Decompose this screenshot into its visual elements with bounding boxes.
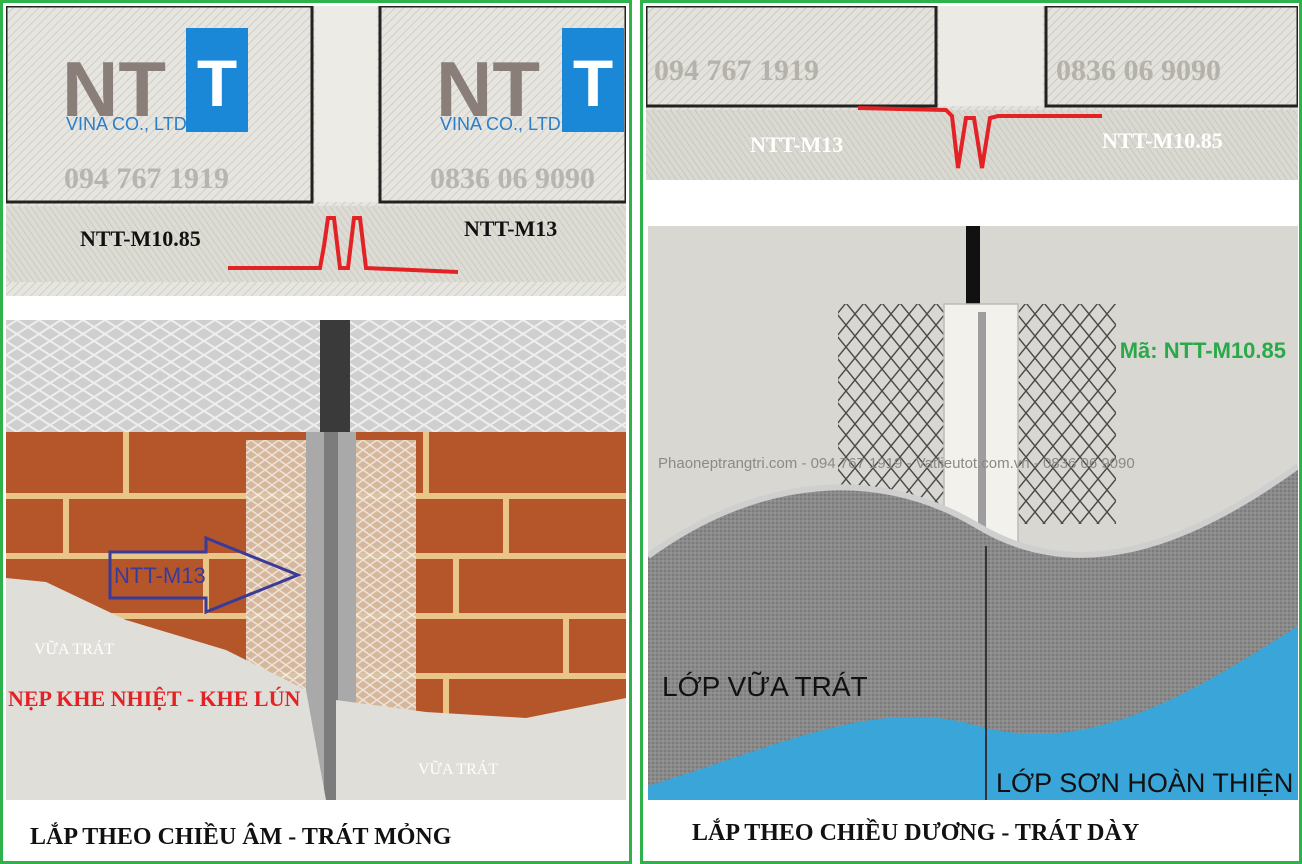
right-tile-right	[1044, 6, 1298, 108]
right-top-label-right: NTT-M10.85	[1102, 128, 1223, 153]
right-tile-left	[646, 6, 938, 108]
logo-left-letters: NT	[62, 45, 166, 133]
paint-layer	[648, 626, 1298, 800]
left-caption: LẮP THEO CHIỀU ÂM - TRÁT MỎNG	[30, 824, 452, 850]
ceiling-mesh	[6, 320, 626, 432]
left-panel-frame	[0, 0, 632, 864]
left-tile	[6, 6, 314, 204]
arrow-label: NTT-M13	[114, 563, 206, 588]
right-top-diagram: 094 767 1919 0836 06 9090 NTT-M13 NTT-M1…	[646, 6, 1298, 180]
logo-right: NT T VINA CO., LTD 0836 06 9090	[430, 28, 624, 195]
logo-left-phone: 094 767 1919	[64, 162, 229, 195]
logo-right-letters: NT	[436, 45, 540, 133]
top-label-right: NTT-M13	[464, 216, 557, 241]
right-panel-frame	[640, 0, 1302, 864]
logo-right-company: VINA CO., LTD	[440, 114, 561, 134]
right-caption: LẮP THEO CHIỀU DƯƠNG - TRÁT DÀY	[692, 820, 1140, 846]
plaster-lower-right	[336, 698, 626, 800]
layer-paint-label: LỚP SƠN HOÀN THIỆN	[996, 767, 1293, 798]
left-top-diagram: NT T VINA CO., LTD 094 767 1919 NT T VIN…	[6, 6, 626, 296]
left-photo: NTT-M13 VỮA TRÁT VỮA TRÁT NẸP KHE NHIỆT …	[6, 320, 626, 800]
logo-left-box-letter: T	[197, 46, 237, 120]
logo-left-company: VINA CO., LTD	[66, 114, 187, 134]
arrow-shape	[108, 535, 303, 615]
mesh-right	[1016, 304, 1116, 524]
right-illustration: Mã: NTT-M10.85 Phaoneptrangtri.com - 094…	[648, 226, 1298, 800]
mesh-left	[838, 304, 948, 514]
right-phone-right: 0836 06 9090	[1056, 54, 1221, 87]
code-label: Mã: NTT-M10.85	[1120, 338, 1286, 363]
logo-left: NT T VINA CO., LTD 094 767 1919	[62, 28, 248, 195]
plaster-lower-left	[6, 578, 326, 800]
logo-right-phone: 0836 06 9090	[430, 162, 595, 195]
top-label-left: NTT-M10.85	[80, 226, 201, 251]
red-caption: NẸP KHE NHIỆT - KHE LÚN	[8, 686, 300, 711]
plaster-label-2: VỮA TRÁT	[418, 759, 498, 778]
right-top-label-left: NTT-M13	[750, 132, 843, 157]
right-profile-line	[857, 106, 1102, 169]
profile-line	[228, 216, 459, 274]
right-phone-left: 094 767 1919	[654, 54, 819, 87]
logo-right-box-letter: T	[573, 46, 613, 120]
right-plaster-band	[646, 110, 1298, 180]
plaster-label-1: VỮA TRÁT	[34, 639, 114, 658]
watermark: Phaoneptrangtri.com - 094 767 1919 - Vat…	[658, 455, 1135, 472]
layer-plaster-label: LỚP VỮA TRÁT	[662, 671, 868, 702]
